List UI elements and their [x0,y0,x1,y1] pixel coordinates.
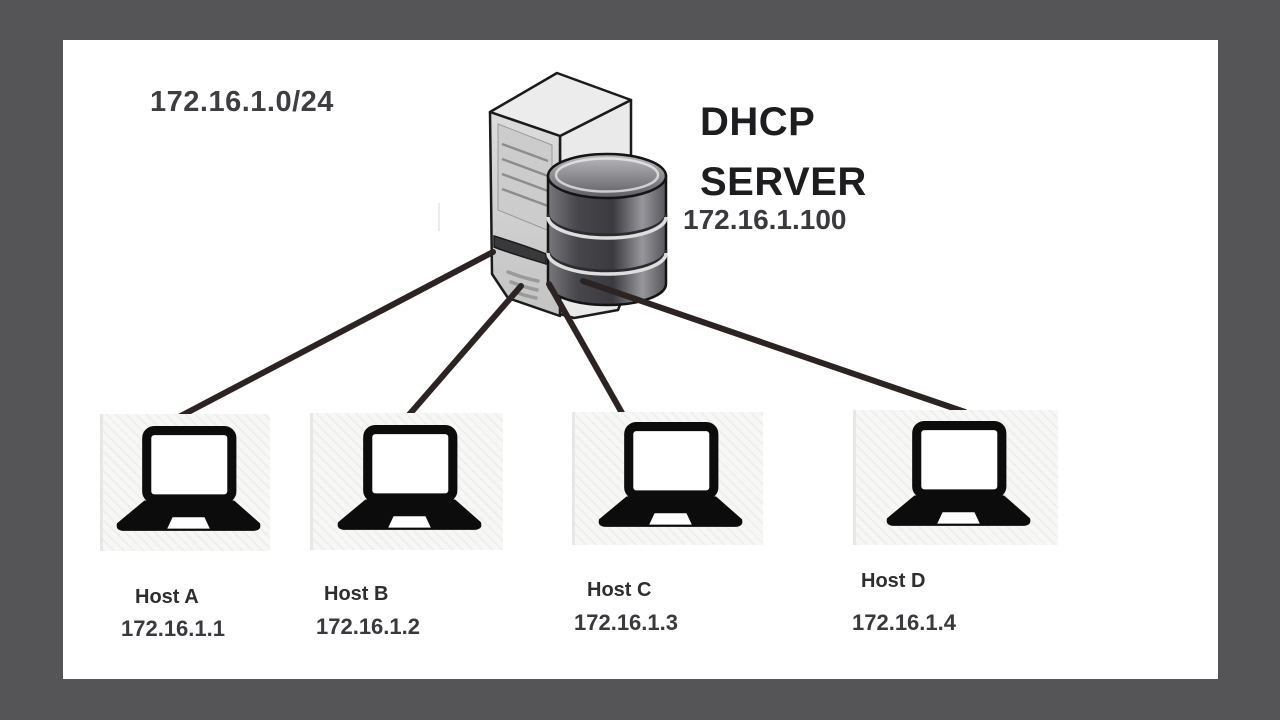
connection-line-host-a [172,249,496,422]
host-c-node [572,412,763,545]
host-b-name: Host B [324,583,389,605]
host-d-name: Host D [861,570,926,592]
host-a-name: Host A [135,586,199,608]
subnet-label: 172.16.1.0/24 [150,86,334,118]
diagram-canvas: 172.16.1.0/24 [63,40,1218,679]
host-b-ip: 172.16.1.2 [316,614,420,639]
host-a-node [100,414,270,551]
host-d-node [853,410,1058,545]
laptop-icon [593,422,745,536]
laptop-icon [881,421,1033,535]
host-d-ip: 172.16.1.4 [852,610,956,635]
host-c-name: Host C [587,579,652,601]
host-c-ip: 172.16.1.3 [574,610,678,635]
host-a-ip: 172.16.1.1 [121,616,225,641]
laptop-icon [332,425,484,539]
server-tower-icon [488,71,668,320]
server-title-line2: SERVER [700,160,867,204]
server-title: DHCP SERVER [700,92,867,212]
scan-artifact [438,203,440,231]
server-title-line1: DHCP [700,100,816,144]
host-b-node [310,413,503,550]
laptop-icon [111,426,263,540]
server-ip-label: 172.16.1.100 [683,204,847,235]
